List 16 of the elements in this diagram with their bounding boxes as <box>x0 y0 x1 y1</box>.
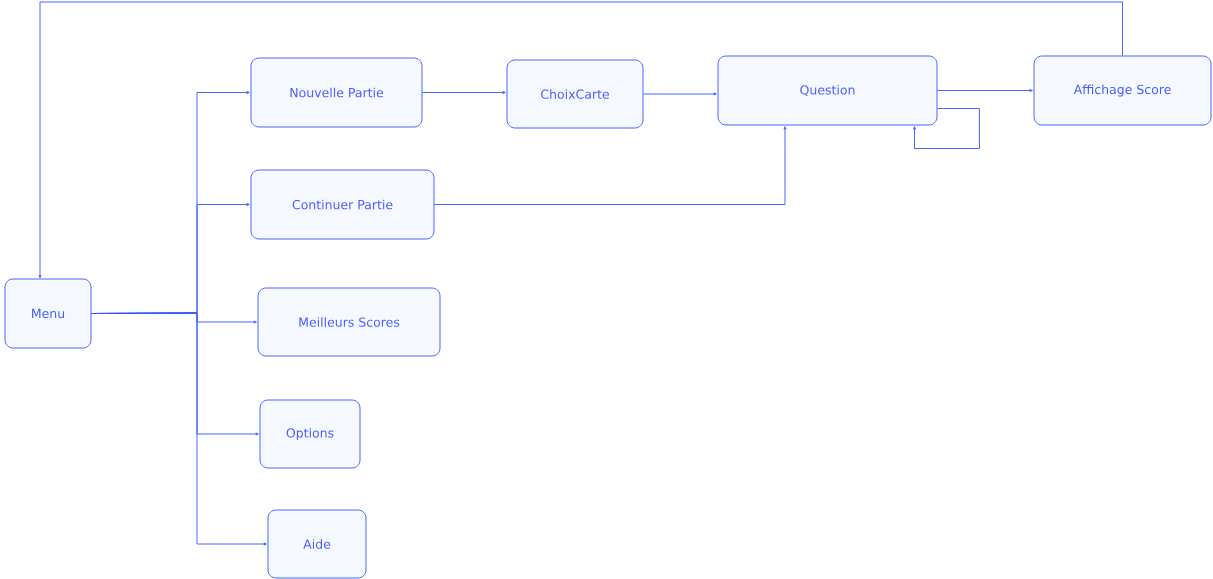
process-box: ChoixCarte <box>506 59 644 129</box>
process-box: Options <box>259 399 361 469</box>
arrow <box>434 126 787 205</box>
process-box: Continuer Partie <box>250 169 435 240</box>
process-box: Affichage Score <box>1033 55 1212 126</box>
process-box: Nouvelle Partie <box>250 57 423 128</box>
process-box: Menu <box>4 278 92 349</box>
process-box: Meilleurs Scores <box>257 287 441 357</box>
arrow <box>422 91 506 94</box>
arrow <box>38 1 1123 279</box>
arrow <box>913 108 980 149</box>
arrow <box>643 92 717 96</box>
process-box: Question <box>717 55 938 126</box>
process-box: Aide <box>267 509 367 579</box>
arrow <box>91 312 267 546</box>
arrow <box>937 89 1033 92</box>
